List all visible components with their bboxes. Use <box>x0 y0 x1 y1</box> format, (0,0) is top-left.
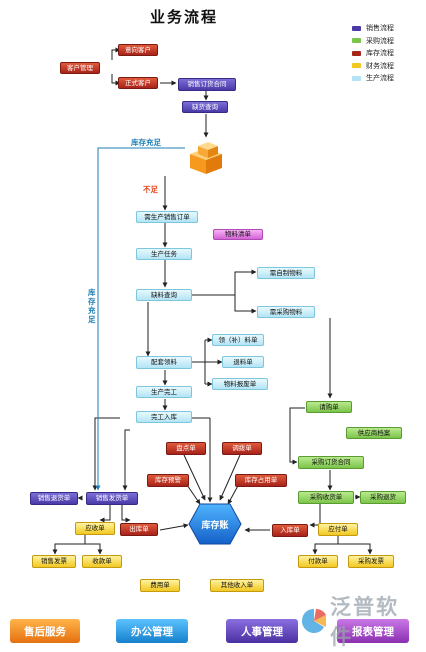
logo-mark-icon <box>302 609 327 633</box>
legend-swatch <box>352 38 361 44</box>
legend-item-finance: 财务流程 <box>352 60 394 73</box>
node-return-material[interactable]: 退料单 <box>222 356 264 368</box>
report-management-button[interactable]: 报表管理 <box>337 619 409 643</box>
node-collection[interactable]: 收款单 <box>82 555 122 568</box>
label-not-enough: 不足 <box>143 185 158 194</box>
node-payable[interactable]: 应付单 <box>318 523 358 536</box>
node-production-complete[interactable]: 生产完工 <box>136 386 192 398</box>
node-payment[interactable]: 付款单 <box>298 555 338 568</box>
warehouse-boxes-icon <box>190 142 222 174</box>
legend-item-purchase: 采购流程 <box>352 35 394 48</box>
office-management-button[interactable]: 办公管理 <box>116 619 188 643</box>
legend-label: 库存流程 <box>366 49 394 58</box>
node-other-income[interactable]: 其他收入单 <box>210 579 264 592</box>
node-need-production-order[interactable]: 需生产销售订单 <box>136 211 198 223</box>
node-sales-return[interactable]: 销售退货单 <box>30 492 78 505</box>
node-receive-material[interactable]: 领（补）料单 <box>212 334 264 346</box>
node-completion-warehousing[interactable]: 完工入库 <box>136 411 192 423</box>
node-stock-occupy[interactable]: 库存占用单 <box>235 474 287 487</box>
logo-text: 泛普软件 <box>330 595 400 649</box>
legend-swatch <box>352 50 361 56</box>
page-title: 业务流程 <box>150 8 219 26</box>
legend-label: 生产流程 <box>366 74 394 83</box>
node-sales-invoice[interactable]: 销售发票 <box>32 555 76 568</box>
hr-management-button[interactable]: 人事管理 <box>226 619 298 643</box>
node-material-list[interactable]: 物料清单 <box>213 229 263 240</box>
hexagon-shape <box>188 503 242 545</box>
node-outbound[interactable]: 出库单 <box>120 523 158 536</box>
legend-swatch <box>352 25 361 31</box>
fanpu-logo: 泛普软件 <box>300 595 416 649</box>
node-expense[interactable]: 费用单 <box>140 579 180 592</box>
legend-item-inventory: 库存流程 <box>352 47 394 60</box>
node-shortage-check[interactable]: 缺货查询 <box>182 101 228 113</box>
after-sales-button[interactable]: 售后服务 <box>10 619 80 643</box>
node-inbound[interactable]: 入库单 <box>272 524 308 537</box>
label-stock-enough: 库存充足 <box>131 138 161 147</box>
node-transfer[interactable]: 调拨单 <box>222 442 262 455</box>
node-supplier-archive[interactable]: 供应商档案 <box>346 427 402 439</box>
legend-label: 销售流程 <box>366 24 394 33</box>
node-customer-management[interactable]: 客户管理 <box>60 62 100 74</box>
node-purchase-material[interactable]: 需采购物料 <box>257 306 315 318</box>
node-purchase-return[interactable]: 采购退货 <box>360 491 406 504</box>
legend-item-sales: 销售流程 <box>352 22 394 35</box>
legend: 销售流程 采购流程 库存流程 财务流程 生产流程 <box>352 22 394 85</box>
node-warehouse-account[interactable]: 库存账 <box>188 503 242 545</box>
node-receivable[interactable]: 应收单 <box>75 522 115 535</box>
node-purchase-contract[interactable]: 采购订货合同 <box>298 456 364 469</box>
legend-swatch <box>352 63 361 69</box>
node-stock-warning[interactable]: 库存预警 <box>147 474 189 487</box>
label-stock-enough-side: 库存充足 <box>88 288 96 324</box>
legend-label: 财务流程 <box>366 61 394 70</box>
legend-item-production: 生产流程 <box>352 72 394 85</box>
node-inventory-check[interactable]: 盘点单 <box>166 442 206 455</box>
node-scrap-material[interactable]: 物料报废单 <box>212 378 268 390</box>
node-formal-customer[interactable]: 正式客户 <box>118 77 158 89</box>
node-material-shortage[interactable]: 缺料查询 <box>136 289 192 301</box>
node-production-task[interactable]: 生产任务 <box>136 248 192 260</box>
node-purchase-invoice[interactable]: 采购发票 <box>348 555 394 568</box>
node-sales-delivery[interactable]: 销售发货单 <box>86 492 138 505</box>
warehouse-label: 库存账 <box>201 520 229 531</box>
legend-swatch <box>352 75 361 81</box>
node-potential-customer[interactable]: 意向客户 <box>118 44 158 56</box>
node-prepare-material[interactable]: 配套领料 <box>136 356 192 369</box>
node-purchase-receipt[interactable]: 采购收货单 <box>298 491 354 504</box>
node-sales-contract[interactable]: 销售订货合同 <box>178 78 236 91</box>
node-purchase-request[interactable]: 请购单 <box>306 401 352 413</box>
node-self-made-material[interactable]: 需自制物料 <box>257 267 315 279</box>
legend-label: 采购流程 <box>366 36 394 45</box>
